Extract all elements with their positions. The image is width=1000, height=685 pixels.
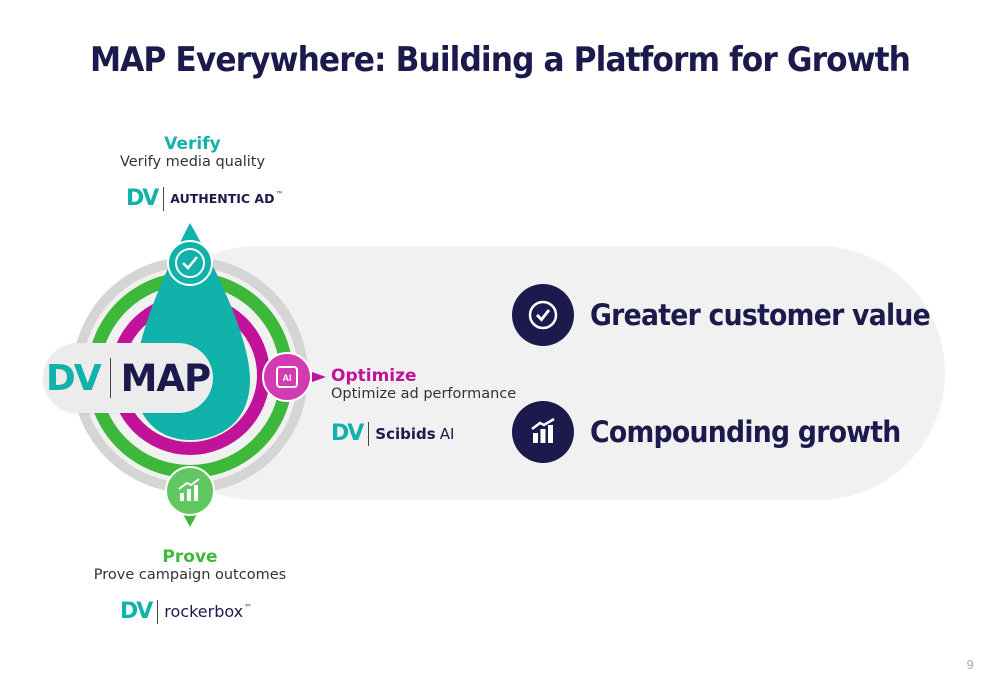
- ai-label: AI: [439, 424, 455, 443]
- scibids-label: Scibids: [375, 424, 436, 443]
- growth-chart-icon: [178, 478, 200, 501]
- map-label: MAP: [120, 356, 212, 400]
- prove-stage: Prove Prove campaign outcomes: [90, 547, 290, 583]
- dv-logo: DV: [331, 421, 364, 446]
- check-icon: [512, 284, 574, 346]
- optimize-node: [262, 352, 312, 402]
- optimize-product-logo: DV Scibids AI: [331, 421, 454, 446]
- optimize-description: Optimize ad performance: [331, 386, 517, 402]
- benefit-label: Compounding growth: [590, 415, 901, 449]
- map-logo-pill: DV MAP: [43, 343, 213, 413]
- benefit-item: Compounding growth: [512, 401, 927, 463]
- growth-chart-icon: [512, 401, 574, 463]
- verify-title: Verify: [164, 134, 221, 154]
- check-icon: [182, 256, 198, 270]
- logo-divider: [109, 358, 111, 398]
- optimize-title: Optimize: [331, 366, 417, 386]
- dv-logo: DV: [120, 599, 153, 624]
- authentic-ad-label: AUTHENTIC AD: [170, 191, 275, 206]
- benefit-item: Greater customer value: [512, 284, 960, 346]
- page-number: 9: [966, 658, 974, 672]
- rockerbox-label: rockerbox: [164, 602, 244, 621]
- verify-node: [167, 240, 213, 286]
- dv-logo: DV: [45, 357, 102, 399]
- ai-chip-icon: [276, 366, 298, 388]
- optimize-stage: Optimize Optimize ad performance: [331, 366, 516, 402]
- dv-logo: DV: [126, 186, 159, 211]
- svg-text:AI: AI: [283, 373, 292, 383]
- verify-stage: Verify Verify media quality: [100, 134, 285, 170]
- benefit-label: Greater customer value: [590, 298, 931, 332]
- prove-title: Prove: [162, 547, 218, 567]
- prove-description: Prove campaign outcomes: [93, 567, 287, 583]
- verify-description: Verify media quality: [119, 154, 266, 170]
- page-title: MAP Everywhere: Building a Platform for …: [89, 40, 911, 80]
